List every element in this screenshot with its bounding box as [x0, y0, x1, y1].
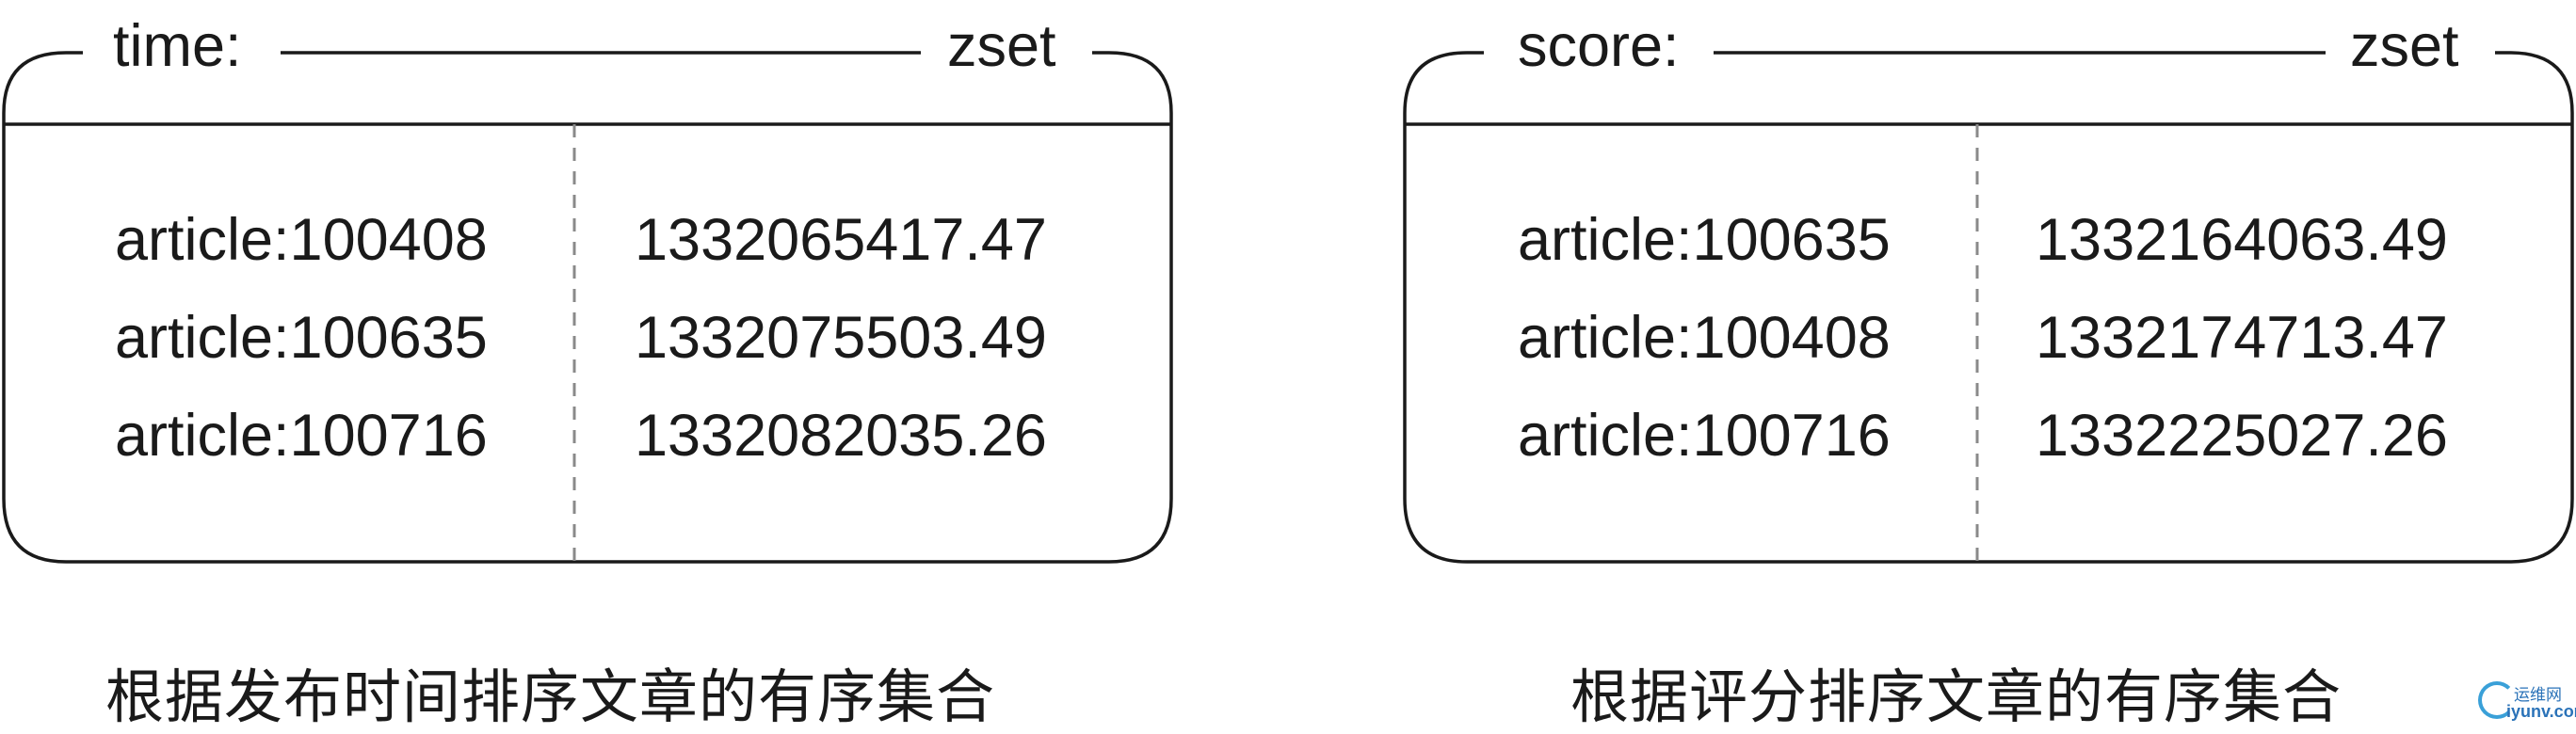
time-zset-key-label: time: [113, 13, 242, 79]
time-zset-type-label: zset [947, 13, 1056, 79]
time-zset-box: time: zset article:100408 1332065417.47 … [2, 13, 1173, 564]
watermark-bottom-text: iyunv.com [2506, 702, 2576, 721]
swirl-icon [2478, 681, 2516, 719]
score-zset-type-label: zset [2350, 13, 2459, 79]
watermark-logo: 运维网 iyunv.com [2478, 681, 2576, 725]
watermark-top-text: 运维网 [2514, 686, 2562, 705]
time-zset-outline [2, 51, 1173, 564]
score-zset-box: score: zset article:100635 1332164063.49… [1403, 13, 2574, 564]
time-zset-caption: 根据发布时间排序文章的有序集合 [105, 662, 996, 731]
score-zset-member: article:100408 [1518, 305, 1891, 371]
score-zset-member: article:100716 [1518, 403, 1891, 469]
score-zset-caption: 根据评分排序文章的有序集合 [1570, 662, 2343, 731]
time-zset-member: article:100716 [115, 403, 488, 469]
time-zset-score: 1332065417.47 [635, 207, 1047, 273]
score-zset-key-label: score: [1518, 13, 1680, 79]
score-zset-score: 1332164063.49 [2036, 207, 2448, 273]
score-zset-outline [1403, 51, 2574, 564]
time-zset-score: 1332082035.26 [635, 403, 1047, 469]
score-zset-score: 1332174713.47 [2036, 305, 2448, 371]
time-zset-member: article:100408 [115, 207, 488, 273]
time-zset-member: article:100635 [115, 305, 488, 371]
time-zset-score: 1332075503.49 [635, 305, 1047, 371]
score-zset-member: article:100635 [1518, 207, 1891, 273]
score-zset-score: 1332225027.26 [2036, 403, 2448, 469]
